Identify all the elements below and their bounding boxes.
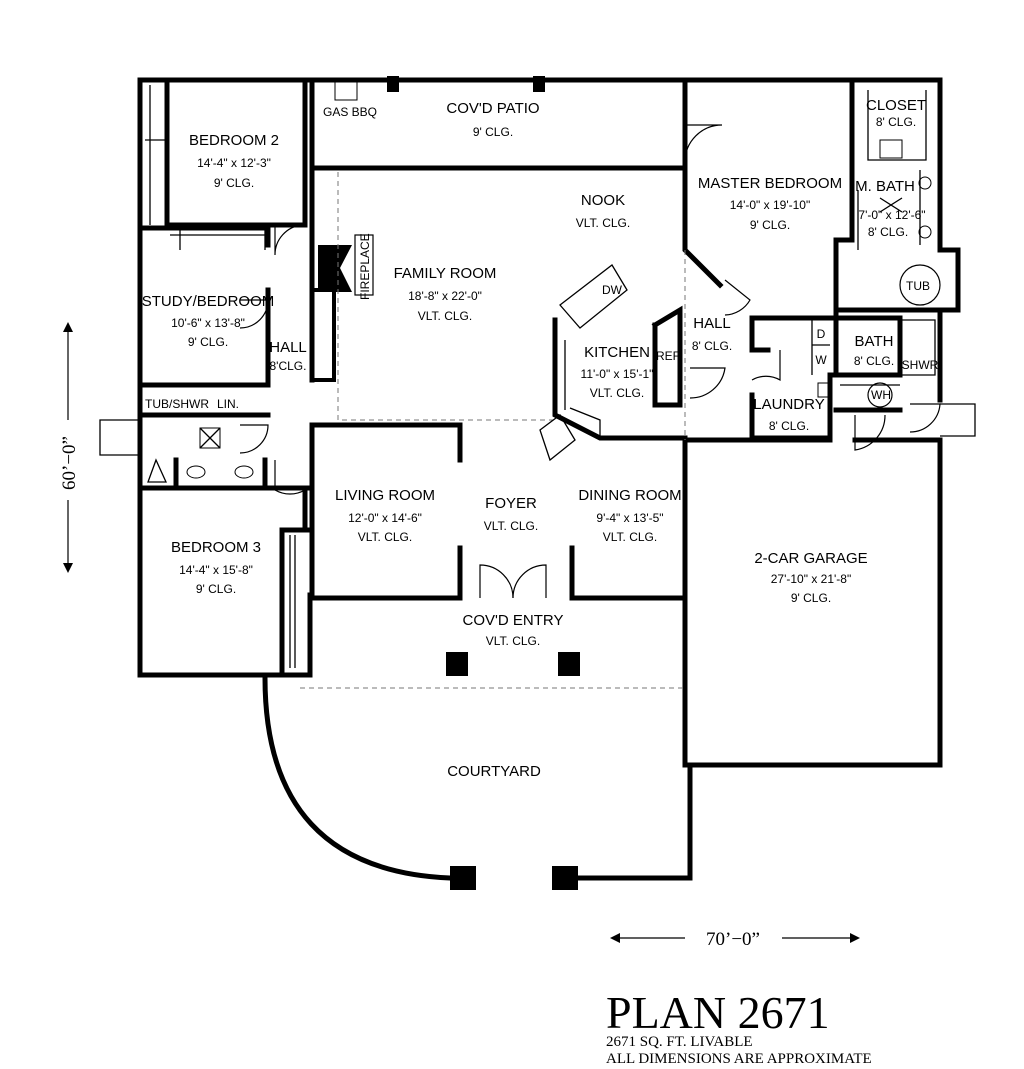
- room-ceiling-hall-left: 8'CLG.: [270, 359, 307, 373]
- room-name-dining: DINING ROOM: [578, 487, 681, 504]
- room-ceiling-closet: 8' CLG.: [876, 115, 916, 129]
- room-name-entry: COV'D ENTRY: [463, 612, 564, 629]
- room-name-living: LIVING ROOM: [335, 487, 435, 504]
- room-ceiling-bath: 8' CLG.: [854, 354, 894, 368]
- linen-label: LIN.: [217, 397, 239, 411]
- room-ceiling-bedroom2: 9' CLG.: [214, 176, 254, 190]
- details: [99, 85, 976, 689]
- shwr-label: SHWR: [902, 358, 939, 372]
- room-size-bedroom2: 14'-4" x 12'-3": [197, 156, 271, 170]
- room-name-family: FAMILY ROOM: [394, 265, 497, 282]
- room-ceiling-entry: VLT. CLG.: [486, 634, 540, 648]
- room-ceiling-living: VLT. CLG.: [358, 530, 412, 544]
- room-name-patio: COV'D PATIO: [446, 100, 539, 117]
- gas-bbq-label: GAS BBQ: [323, 105, 377, 119]
- room-size-study: 10'-6" x 13'-8": [171, 316, 245, 330]
- room-ceiling-study: 9' CLG.: [188, 335, 228, 349]
- room-name-kitchen: KITCHEN: [584, 344, 650, 361]
- room-ceiling-bedroom3: 9' CLG.: [196, 582, 236, 596]
- dryer-label: D: [817, 327, 826, 341]
- water-heater-label: WH: [871, 388, 891, 402]
- fixture-labels: GAS BBQ FIREPLACE TUB/SHWR LIN. DW REF T…: [145, 105, 939, 411]
- fireplace-label: FIREPLACE: [358, 233, 372, 300]
- room-size-family: 18'-8" x 22'-0": [408, 289, 482, 303]
- room-name-mbath: M. BATH: [855, 178, 915, 195]
- ref-label: REF: [656, 349, 680, 363]
- room-name-courtyard: COURTYARD: [447, 763, 541, 780]
- width-dimension: 70’−0”: [706, 929, 760, 950]
- title-block: PLAN 2671 2671 SQ. FT. LIVABLE ALL DIMEN…: [606, 987, 872, 1067]
- room-name-foyer: FOYER: [485, 495, 537, 512]
- room-name-bedroom2: BEDROOM 2: [189, 132, 279, 149]
- room-size-living: 12'-0" x 14'-6": [348, 511, 422, 525]
- room-ceiling-mbath: 8' CLG.: [868, 225, 908, 239]
- room-ceiling-nook: VLT. CLG.: [576, 216, 630, 230]
- room-ceiling-foyer: VLT. CLG.: [484, 519, 538, 533]
- room-ceiling-master: 9' CLG.: [750, 218, 790, 232]
- room-size-bedroom3: 14'-4" x 15'-8": [179, 563, 253, 577]
- room-labels: COV'D PATIO 9' CLG. BEDROOM 2 14'-4" x 1…: [142, 97, 926, 780]
- tub-label: TUB: [906, 279, 930, 293]
- room-name-bath: BATH: [855, 333, 894, 350]
- room-name-garage: 2-CAR GARAGE: [754, 550, 867, 567]
- room-size-garage: 27'-10" x 21'-8": [771, 572, 851, 586]
- room-ceiling-hall-right: 8' CLG.: [692, 339, 732, 353]
- room-ceiling-patio: 9' CLG.: [473, 125, 513, 139]
- tub-shwr-label: TUB/SHWR: [145, 397, 209, 411]
- room-name-closet: CLOSET: [866, 97, 926, 114]
- depth-dimension: 60’−0”: [59, 436, 80, 490]
- room-name-hall-left: HALL: [269, 339, 307, 356]
- room-name-laundry: LAUNDRY: [753, 396, 824, 413]
- washer-label: W: [815, 353, 827, 367]
- plan-note: ALL DIMENSIONS ARE APPROXIMATE: [606, 1051, 872, 1067]
- room-size-kitchen: 11'-0" x 15'-1": [581, 367, 654, 381]
- room-size-mbath: 7'-0" x 12'-6": [858, 208, 925, 222]
- room-size-master: 14'-0" x 19'-10": [730, 198, 810, 212]
- room-ceiling-family: VLT. CLG.: [418, 309, 472, 323]
- plan-title: PLAN 2671: [606, 987, 830, 1038]
- walls: [137, 76, 961, 890]
- room-ceiling-laundry: 8' CLG.: [769, 419, 809, 433]
- room-name-master: MASTER BEDROOM: [698, 175, 842, 192]
- room-ceiling-kitchen: VLT. CLG.: [590, 386, 644, 400]
- room-size-dining: 9'-4" x 13'-5": [596, 511, 663, 525]
- dimension-markers: 60’−0” 70’−0”: [59, 322, 860, 950]
- room-name-bedroom3: BEDROOM 3: [171, 539, 261, 556]
- room-name-study: STUDY/BEDROOM: [142, 293, 275, 310]
- plan-livable: 2671 SQ. FT. LIVABLE: [606, 1034, 753, 1050]
- doors: [239, 124, 941, 599]
- room-name-nook: NOOK: [581, 192, 625, 209]
- room-ceiling-dining: VLT. CLG.: [603, 530, 657, 544]
- dw-label: DW: [602, 283, 623, 297]
- room-ceiling-garage: 9' CLG.: [791, 591, 831, 605]
- room-name-hall-right: HALL: [693, 315, 731, 332]
